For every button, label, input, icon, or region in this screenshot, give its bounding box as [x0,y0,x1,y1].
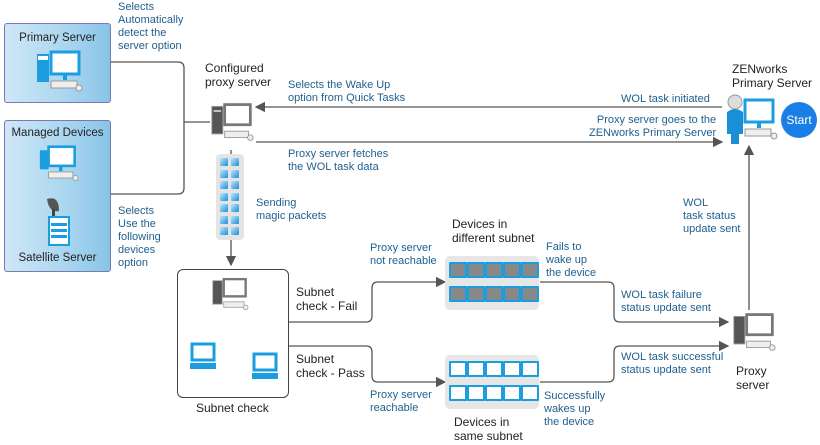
device-monitor-icon [467,361,485,377]
subnet-pass-label: Subnet check - Pass [296,352,365,380]
device-monitor-icon [485,286,503,302]
primary-server-panel: Primary Server [4,23,111,103]
magic-packets-rack [216,154,244,240]
device-monitor-icon [521,286,539,302]
packet-cube-icon [231,158,239,166]
zenworks-primary-label: ZENworks Primary Server [732,62,813,90]
arrow-fail [288,276,447,323]
configured-proxy-label: Configured proxy server [205,61,272,89]
line-primary-to-bracket [110,61,185,195]
proxy-server-label: Proxy server [736,364,770,392]
subnet-client-left-icon [190,342,216,369]
note-successfully-wakes: Successfully wakes up the device [544,390,606,428]
device-monitor-icon [485,262,503,278]
note-failure-update: WOL task failure status update sent [621,289,711,314]
managed-device-computer-icon [39,145,79,182]
devices-different-subnet-group [445,256,539,310]
device-monitor-icon [521,385,539,401]
note-wake-up: Selects the Wake Up option from Quick Ta… [288,79,406,104]
note-proxy-fetches: Proxy server fetches the WOL task data [288,148,389,173]
packet-cube-icon [231,204,239,212]
subnet-check-label: Subnet check [196,401,269,415]
packet-cube-icon [231,181,239,189]
note-not-reachable: Proxy server not reachable [370,242,437,267]
satellite-server-icon [47,198,70,246]
note-auto-detect: Selects Automatically detect the server … [118,1,184,52]
packet-cube-icon [220,158,228,166]
device-monitor-icon [449,286,467,302]
packet-cube-icon [231,192,239,201]
note-status-update: WOL task status update sent [683,197,741,235]
line-failure-update [540,281,730,328]
device-monitor-icon [485,361,503,377]
arrow-pass [288,345,447,388]
subnet-server-icon [212,277,249,311]
device-monitor-icon [449,385,467,401]
note-use-following: Selects Use the following devices option [118,205,161,269]
packet-cube-icon [220,169,228,178]
proxy-server-icon [733,313,776,351]
subnet-fail-label: Subnet check - Fail [296,285,358,313]
note-success-update: WOL task successful status update sent [621,351,724,376]
subnet-check-box [177,269,289,398]
devices-same-subnet-group [445,355,539,409]
device-monitor-icon [521,361,539,377]
device-monitor-icon [467,262,485,278]
packet-cube-icon [231,215,239,224]
devices-same-subnet-label: Devices in same subnet [454,415,523,443]
subnet-client-right-icon [252,352,278,379]
packet-cube-icon [220,192,228,201]
packet-cube-icon [231,169,239,178]
zenworks-admin-server-icon [727,94,778,144]
device-monitor-icon [467,385,485,401]
managed-devices-title: Managed Devices [11,127,104,139]
packet-cube-icon [220,181,228,189]
managed-devices-panel: Managed Devices Satellite Server [4,120,111,272]
packet-cube-icon [220,204,228,212]
configured-proxy-server-icon [211,103,254,141]
device-monitor-icon [503,262,521,278]
start-button[interactable]: Start [781,102,817,138]
packet-cube-icon [220,215,228,224]
note-reachable: Proxy server reachable [370,389,432,414]
note-fails-to-wake: Fails to wake up the device [546,241,597,279]
device-monitor-icon [503,361,521,377]
packet-cube-icon [231,227,239,235]
device-monitor-icon [449,262,467,278]
packet-cube-icon [220,227,228,235]
note-proxy-goes: Proxy server goes to the ZENworks Primar… [589,114,717,139]
desktop-computer-icon [37,50,83,92]
note-wol-initiated: WOL task initiated [621,93,710,105]
device-monitor-icon [449,361,467,377]
note-sending-packets: Sending magic packets [256,197,327,222]
devices-different-subnet-label: Devices in different subnet [452,217,535,245]
device-monitor-icon [485,385,503,401]
device-monitor-icon [467,286,485,302]
satellite-server-label: Satellite Server [18,252,97,264]
primary-server-title: Primary Server [19,32,96,44]
device-monitor-icon [521,262,539,278]
device-monitor-icon [503,385,521,401]
device-monitor-icon [503,286,521,302]
line-success-update [540,340,730,383]
